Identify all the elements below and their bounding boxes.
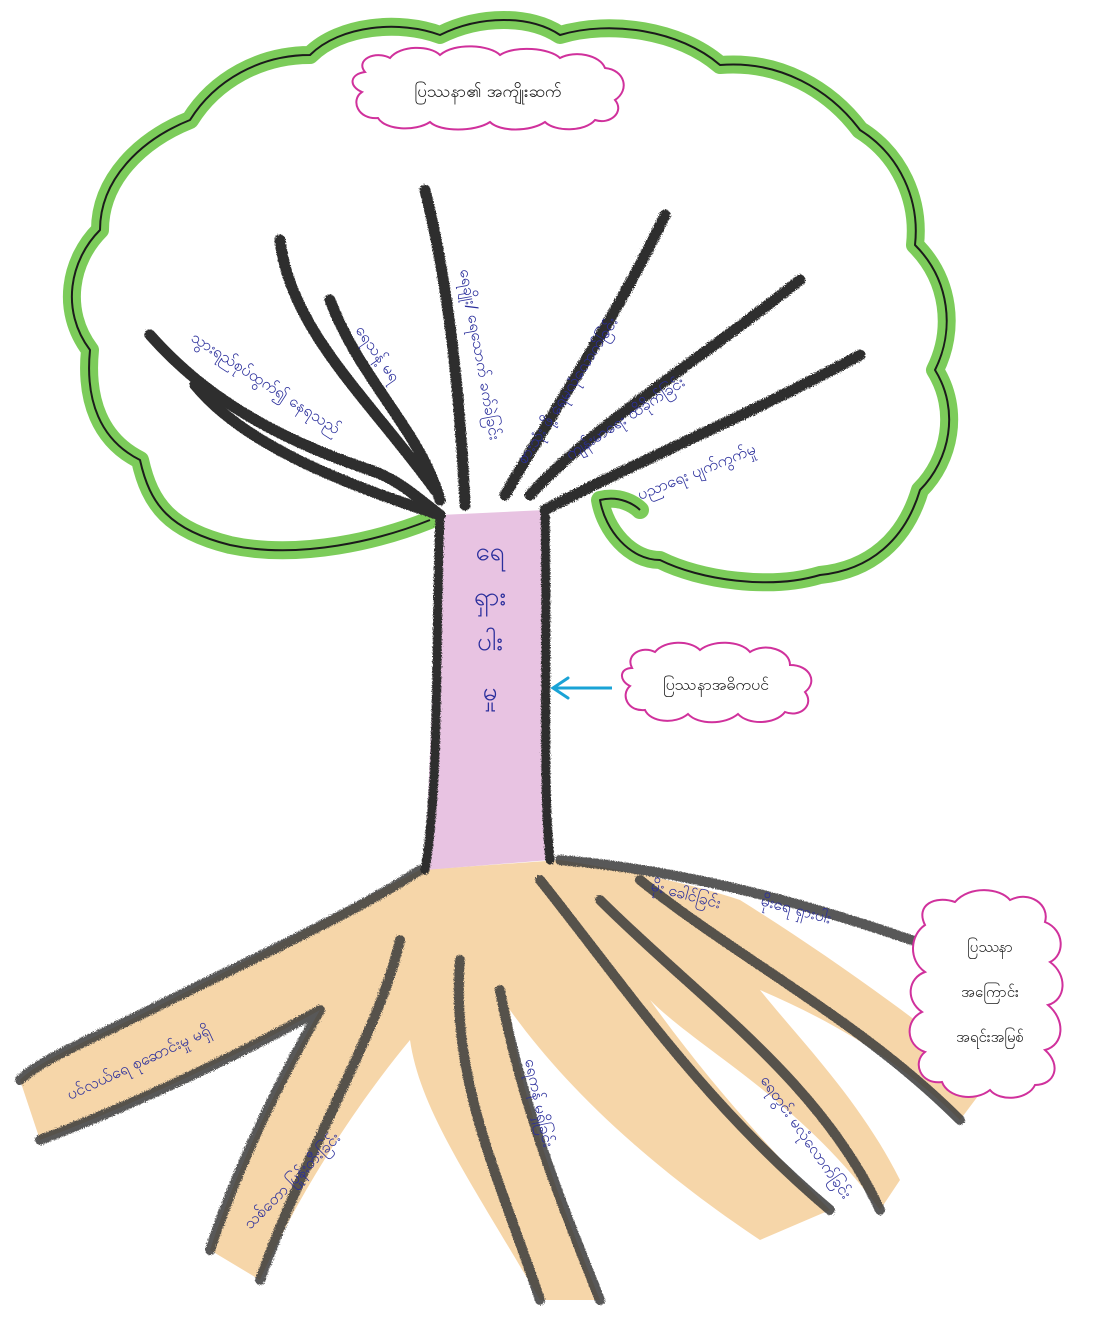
branch-text: ပညာရေး ပျက်ကွက်မှု bbox=[634, 439, 759, 507]
tree-roots bbox=[20, 860, 990, 1300]
crown-label-cloud: ပြဿနာ၏ အကျိုးဆက် bbox=[353, 46, 624, 129]
roots-fill bbox=[20, 860, 990, 1300]
trunk-syllable: ရှား bbox=[474, 582, 506, 617]
trunk-label: ပြဿနာအဓိကပင် bbox=[663, 675, 769, 697]
branch-line bbox=[425, 190, 465, 505]
trunk-label-group: ပြဿနာအဓိကပင် bbox=[553, 643, 811, 723]
trunk-syllable: ရေ bbox=[475, 537, 506, 572]
crown-label: ပြဿနာ၏ အကျိုးဆက် bbox=[414, 80, 561, 105]
trunk-right-edge bbox=[545, 510, 550, 860]
tree-branches bbox=[150, 190, 860, 515]
roots-label-line: အကြောင်း bbox=[961, 982, 1019, 1004]
trunk-syllable: မှု bbox=[483, 677, 498, 712]
roots-label-cloud: ပြဿနာအကြောင်းအရင်းအမြစ် bbox=[910, 890, 1063, 1098]
roots-label-line: ပြဿနာ bbox=[967, 937, 1013, 959]
branch-line bbox=[330, 300, 440, 500]
trunk-syllable: ပါး bbox=[477, 626, 503, 657]
roots-label-line: အရင်းအမြစ် bbox=[956, 1027, 1024, 1049]
branch-texts: သွားရည်စုပ်ထွက်၍ နေရသည် ရေသန့် မရ ရေချို… bbox=[186, 267, 759, 506]
